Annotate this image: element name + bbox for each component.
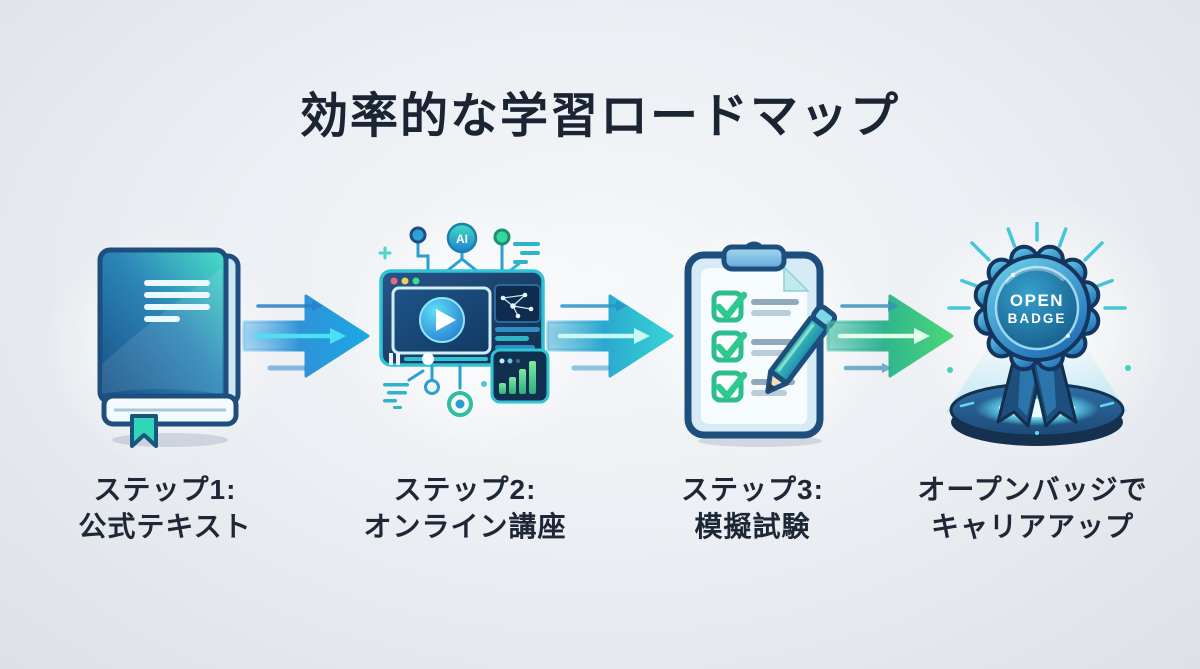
annotation-lines-bottom-left	[383, 369, 425, 409]
step2-label-line1: ステップ2:	[393, 474, 537, 505]
book-shadow	[112, 433, 228, 447]
window-traffic-dots	[390, 277, 420, 285]
arrow-1-top-streak	[256, 300, 323, 312]
pedestal	[949, 382, 1125, 446]
paper-folded-corner	[783, 265, 810, 292]
open-badge-icon: OPEN BADGE	[946, 222, 1131, 446]
circuit-node-right	[493, 228, 511, 246]
step1-label-line2: 公式テキスト	[78, 510, 252, 542]
play-button-icon	[419, 297, 465, 343]
sparkle-icon	[378, 246, 392, 260]
checklist-rows	[711, 290, 799, 403]
pencil-icon	[765, 304, 838, 395]
arrow-3-inner-line	[837, 328, 930, 344]
network-graph-panel	[494, 284, 541, 323]
arrow-2-top-streak	[560, 300, 627, 312]
clipboard-clip	[721, 244, 787, 272]
step3-label-line1: ステップ3:	[681, 474, 824, 505]
spark-dot-right	[1125, 365, 1131, 371]
arrow-2-inner-line	[557, 328, 650, 344]
ai-chip-icon: AI	[446, 222, 478, 254]
step4-label-line1: オープンバッジで	[917, 474, 1148, 505]
circuit-traces-bottom	[424, 364, 462, 395]
step4-label: オープンバッジで キャリアアップ	[890, 472, 1175, 546]
book-gloss	[102, 268, 222, 394]
arrow-1-inner-line	[253, 328, 346, 344]
bar-chart-panel	[490, 348, 550, 404]
arrow-3-bottom-streak	[843, 363, 892, 373]
page-title: 効率的な学習ロードマップ	[299, 90, 900, 144]
annotation-lines-top-right	[509, 242, 540, 272]
online-course-icon: AI	[378, 222, 550, 417]
step2-label-line2: オンライン講座	[363, 510, 567, 542]
spark-dot-left	[947, 367, 953, 373]
step1-label: ステップ1: 公式テキスト	[35, 472, 295, 546]
badge-text-open: OPEN	[1010, 291, 1064, 310]
arrow-3-top-streak	[840, 300, 899, 312]
ai-chip-label: AI	[456, 232, 468, 246]
arrow-2-icon	[546, 294, 674, 378]
badge-rosette: OPEN BADGE	[973, 244, 1101, 372]
step1-label-line1: ステップ1:	[93, 474, 237, 505]
video-progress-bar	[389, 353, 488, 365]
circuit-dot	[481, 381, 487, 387]
target-node	[447, 391, 473, 417]
arrow-3-icon	[826, 294, 954, 378]
mock-exam-clipboard-icon	[684, 241, 838, 447]
badge-text-badge: BADGE	[1008, 311, 1067, 326]
bookmark-ribbon	[130, 414, 158, 448]
book-cover-text-lines	[144, 280, 210, 322]
circuit-traces-top	[416, 240, 504, 273]
step3-label-line2: 模擬試験	[694, 510, 811, 542]
book-icon	[97, 247, 241, 448]
step3-label: ステップ3: 模擬試験	[620, 472, 885, 546]
arrow-1-icon	[242, 294, 370, 378]
circuit-node-left	[409, 226, 427, 244]
step2-label: ステップ2: オンライン講座	[330, 472, 600, 546]
step4-label-line2: キャリアアップ	[930, 510, 1134, 542]
badge-rays	[947, 222, 1127, 310]
